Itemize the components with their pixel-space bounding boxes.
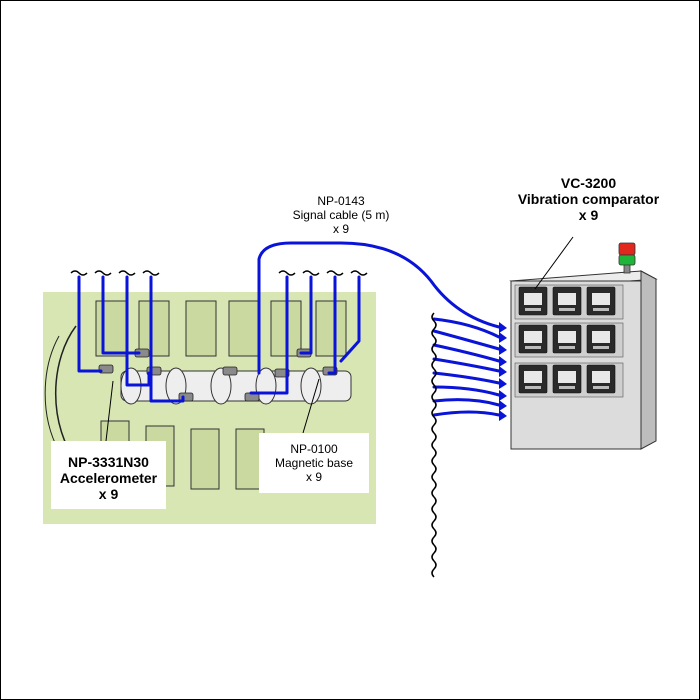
comparator-unit-6: [586, 324, 616, 354]
comparator-unit-7: [518, 364, 548, 394]
signal-cable-label: NP-0143 Signal cable (5 m) x 9: [271, 194, 411, 236]
magnetic-base-model: NP-0100: [290, 442, 338, 456]
flywheel-rim: [44, 335, 60, 452]
lamp-red: [618, 242, 636, 256]
comparator-unit-9: [586, 364, 616, 394]
accelerometer-qty: x 9: [98, 486, 119, 502]
magnetic-base-qty: x 9: [305, 470, 322, 484]
signal-cables: [77, 241, 501, 417]
magnetic-base-leader-line: [302, 378, 320, 434]
magnetic-base-name: Magnetic base: [274, 456, 354, 470]
comparator-unit-5: [552, 324, 582, 354]
comparator-label: VC-3200 Vibration comparator x 9: [501, 175, 676, 223]
lamp-green: [618, 254, 636, 266]
comparator-unit-8: [552, 364, 582, 394]
comparator-units: [514, 284, 624, 398]
accelerometer-label: NP-3331N30 Accelerometer x 9: [51, 441, 166, 509]
signal-cable-name: Signal cable (5 m): [292, 208, 390, 222]
comparator-unit-2: [552, 286, 582, 316]
signal-cable-qty: x 9: [332, 222, 349, 236]
cable-break-marks: [70, 270, 437, 578]
comparator-leader-line: [534, 236, 574, 290]
accelerometer-model: NP-3331N30: [68, 454, 149, 470]
comparator-model: VC-3200: [560, 175, 617, 191]
cable-arrowheads: [499, 322, 507, 421]
crankshaft: [120, 367, 352, 405]
accelerometer-name: Accelerometer: [59, 470, 158, 486]
comparator-cabinet: [509, 242, 658, 450]
accelerometer-leader-line: [105, 380, 114, 442]
comparator-qty: x 9: [578, 207, 599, 223]
comparator-unit-3: [586, 286, 616, 316]
signal-cable-model: NP-0143: [317, 194, 365, 208]
magnetic-base-label: NP-0100 Magnetic base x 9: [259, 433, 369, 493]
comparator-name: Vibration comparator: [517, 191, 660, 207]
comparator-unit-1: [518, 286, 548, 316]
comparator-unit-4: [518, 324, 548, 354]
